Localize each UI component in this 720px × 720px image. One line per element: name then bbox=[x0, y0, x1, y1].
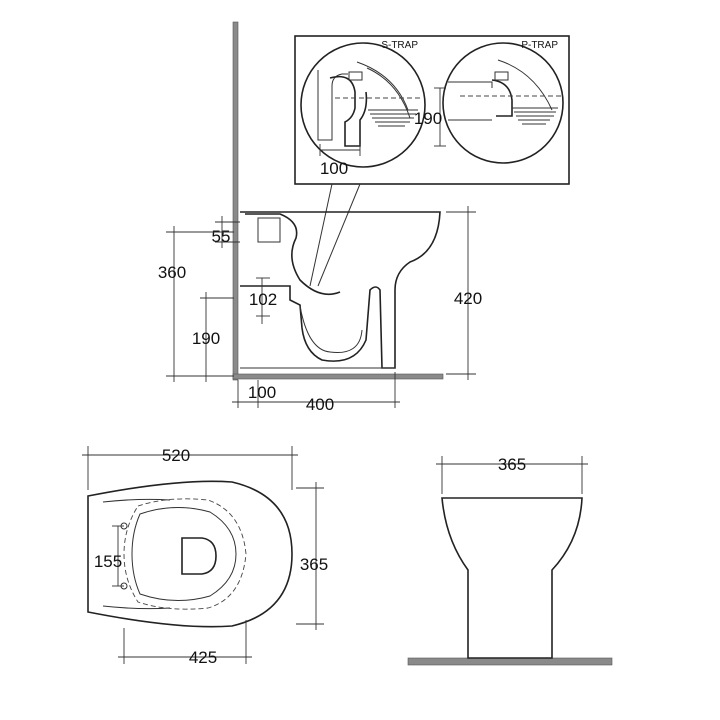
trap-inset: S-TRAP 100 P-TRAP 190 bbox=[294, 35, 570, 287]
s-trap-label: S-TRAP bbox=[381, 40, 418, 51]
dim-425: 425 bbox=[189, 648, 217, 667]
wall-and-floor bbox=[232, 21, 444, 381]
dim-102: 102 bbox=[249, 290, 277, 309]
front-view: 365 bbox=[407, 455, 613, 666]
s-trap-dimension: 100 bbox=[320, 159, 348, 178]
dim-100: 100 bbox=[248, 383, 276, 402]
dim-365-front: 365 bbox=[498, 455, 526, 474]
dim-155: 155 bbox=[94, 552, 122, 571]
s-trap-detail: S-TRAP 100 bbox=[300, 40, 426, 178]
dim-520: 520 bbox=[162, 446, 190, 465]
top-view: 520 155 365 425 bbox=[82, 446, 328, 667]
dim-55: 55 bbox=[212, 227, 231, 246]
dim-190: 190 bbox=[192, 329, 220, 348]
p-trap-label: P-TRAP bbox=[521, 40, 558, 51]
side-view: 55 360 190 102 420 100 400 bbox=[158, 206, 482, 414]
dim-365-top: 365 bbox=[300, 555, 328, 574]
dim-420: 420 bbox=[454, 289, 482, 308]
dim-400: 400 bbox=[306, 395, 334, 414]
p-trap-dimension: 190 bbox=[414, 109, 442, 128]
dim-360: 360 bbox=[158, 263, 186, 282]
p-trap-detail: P-TRAP 190 bbox=[414, 40, 564, 164]
